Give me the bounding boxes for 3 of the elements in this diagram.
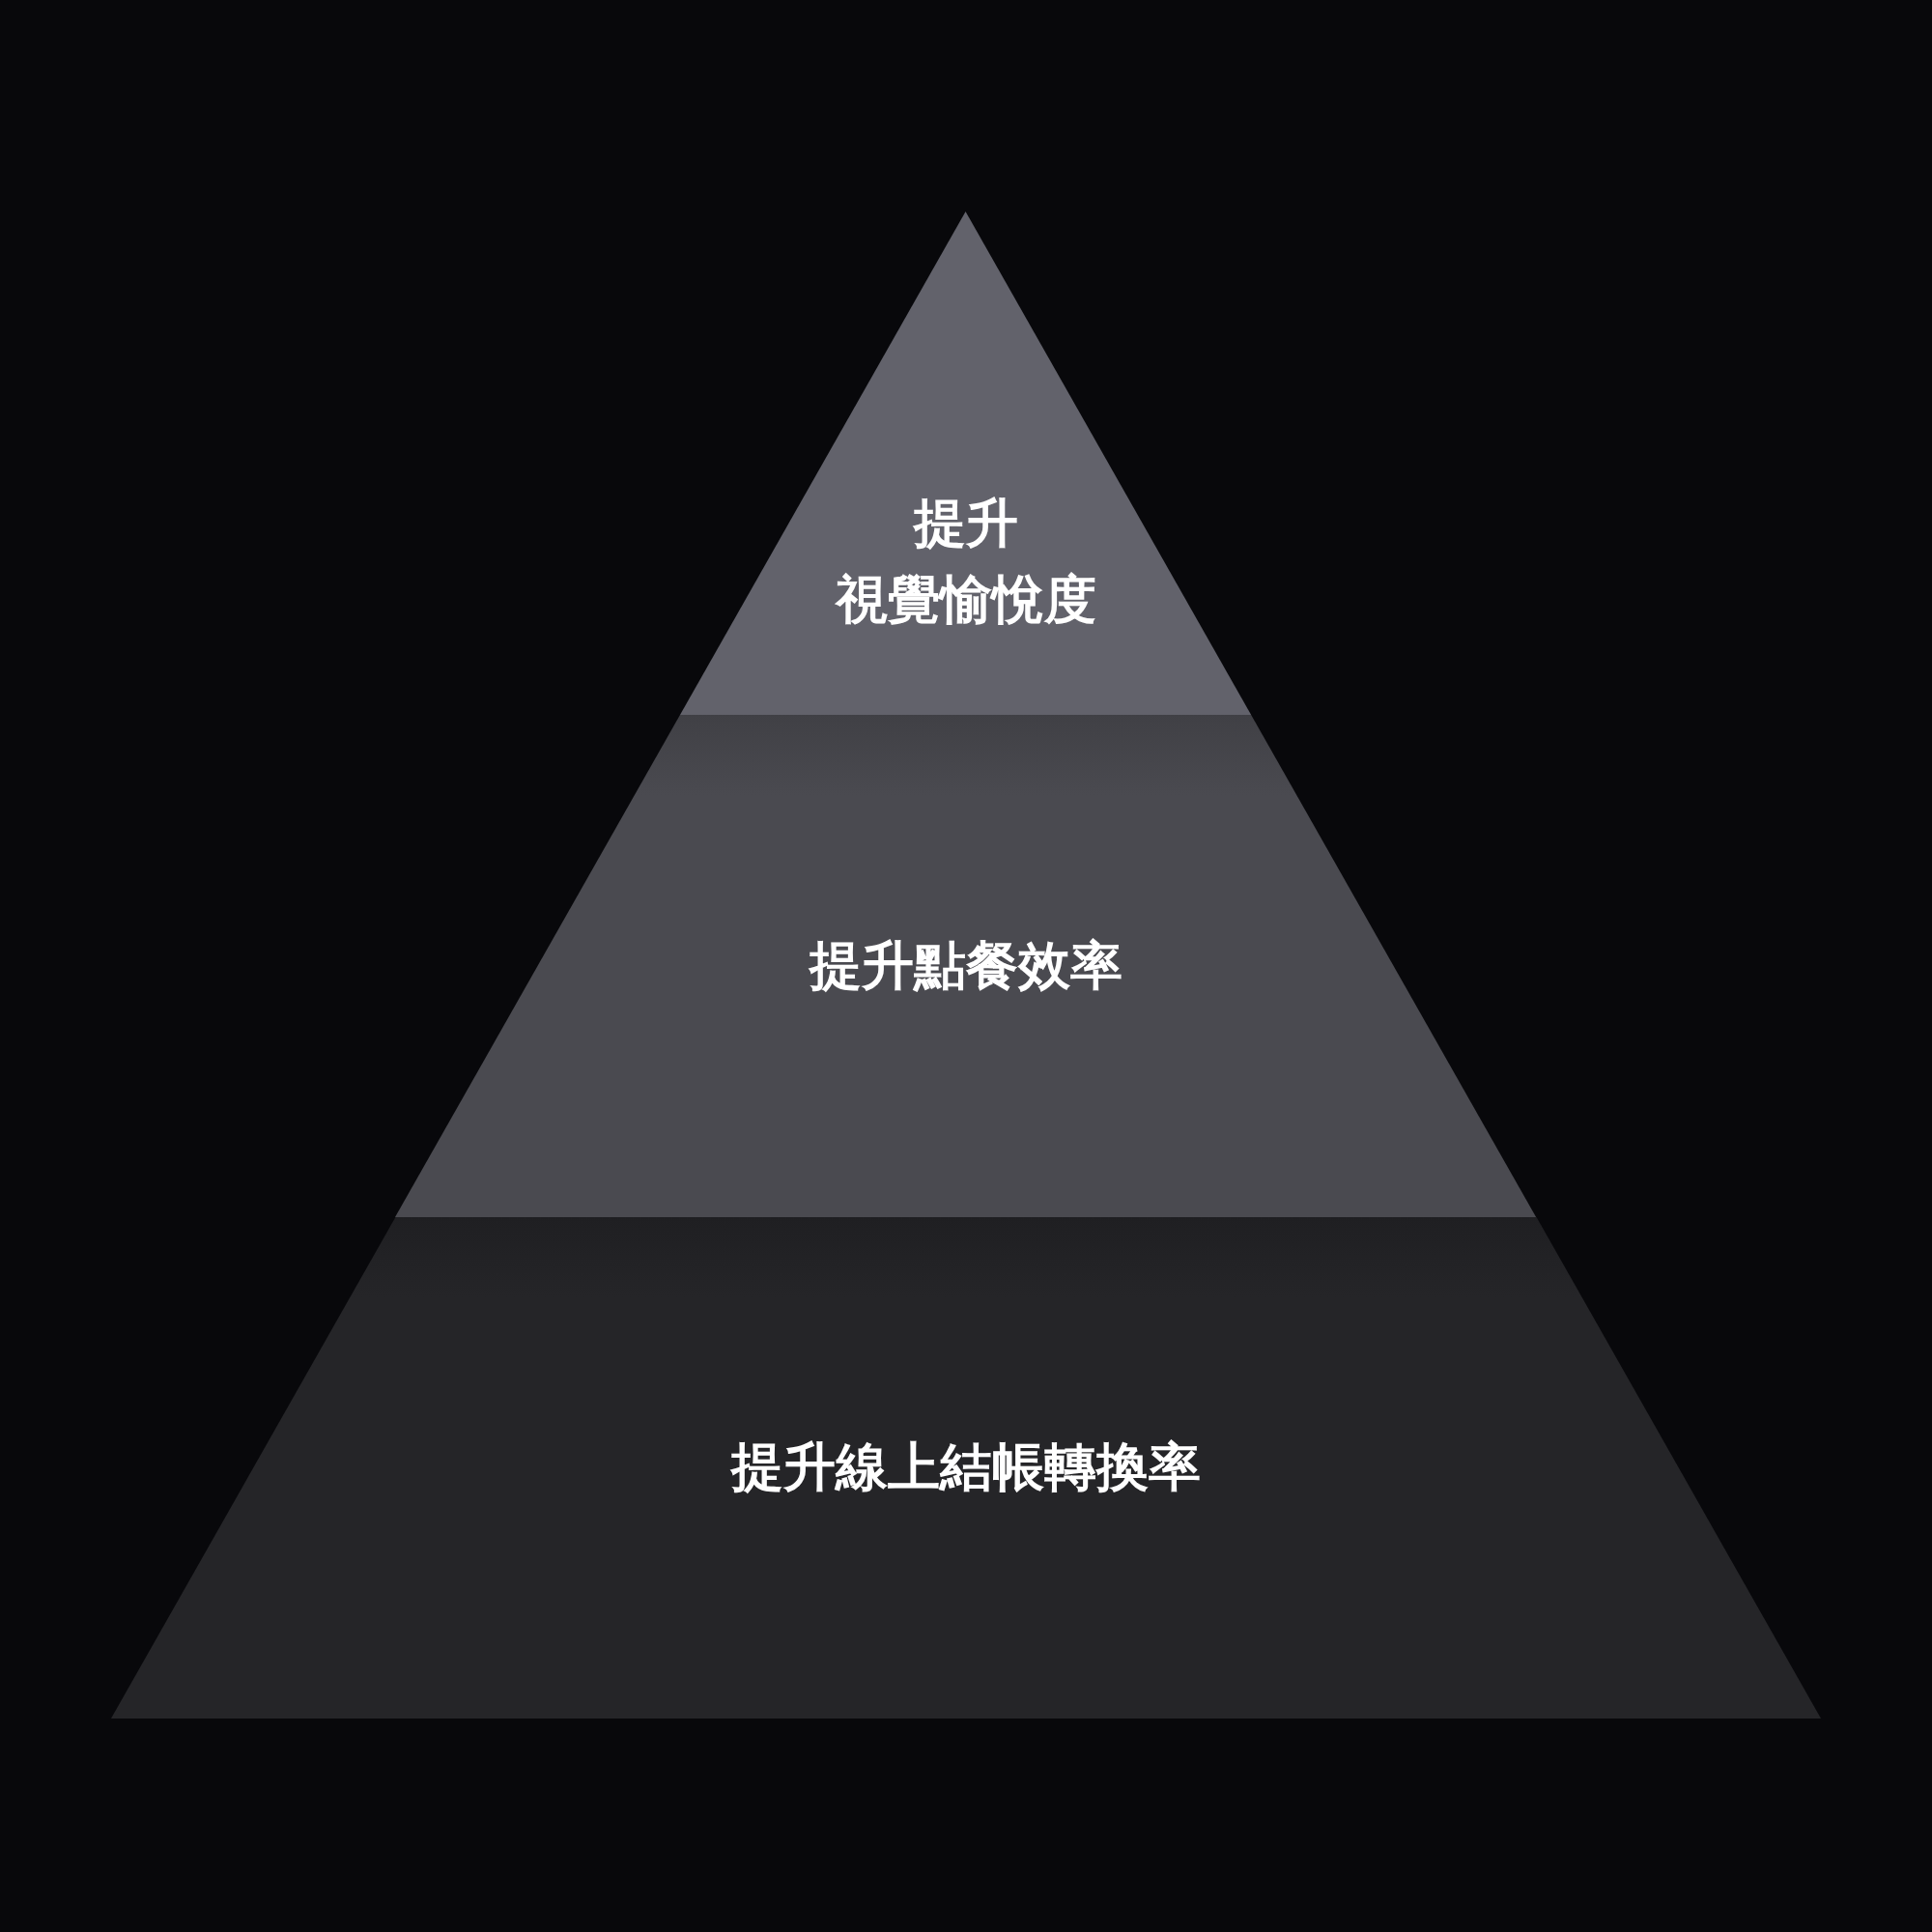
tier-label: 提升點餐效率 [810,933,1122,998]
tier-label: 提升視覺愉悅度 [834,492,1097,632]
tier-label: 提升線上結帳轉換率 [731,1435,1201,1499]
